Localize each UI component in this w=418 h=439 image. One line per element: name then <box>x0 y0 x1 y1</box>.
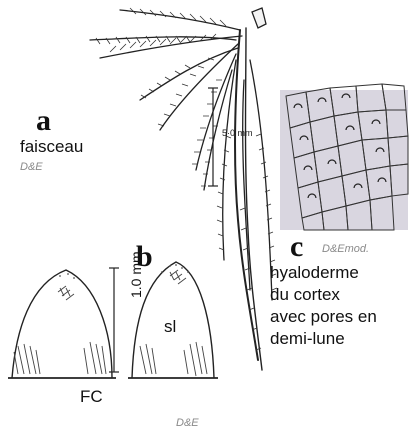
panel-c-caption: hyaloderme du cortex avec pores en demi-… <box>270 262 377 350</box>
panel-c-caption-line-4: demi-lune <box>270 328 377 350</box>
cell-tissue-background <box>280 90 408 230</box>
panel-c-caption-line-2: du cortex <box>270 284 377 306</box>
panel-c-credit: D&Emod. <box>322 243 369 255</box>
panel-c-letter: c <box>290 232 303 262</box>
panel-c-caption-line-3: avec pores en <box>270 306 377 328</box>
panel-c-caption-line-1: hyaloderme <box>270 262 377 284</box>
